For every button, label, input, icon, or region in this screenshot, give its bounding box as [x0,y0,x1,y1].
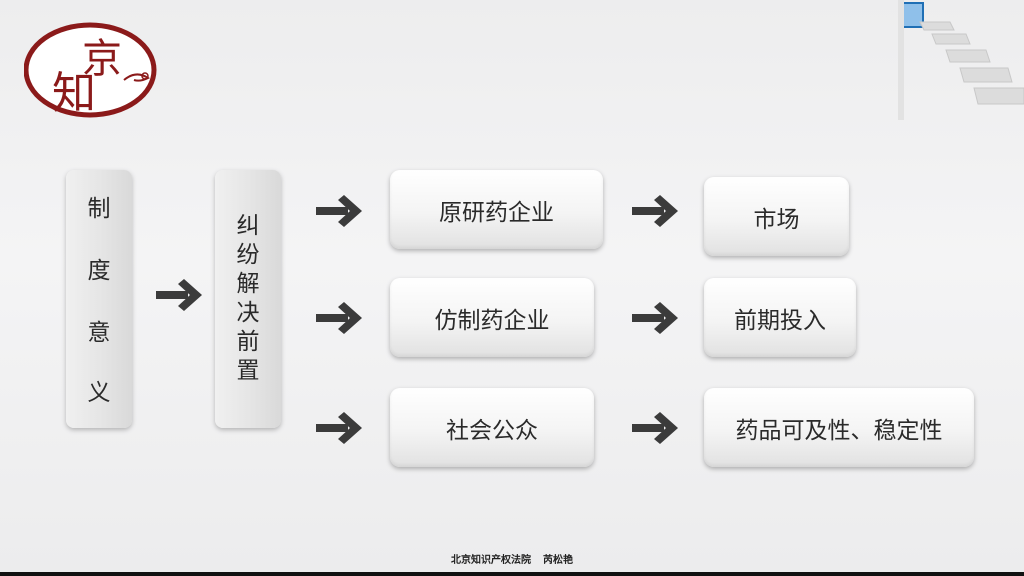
right-arrow-icon [632,302,678,334]
footer: 北京知识产权法院 芮松艳 [0,551,1024,566]
char-1: 纠 [236,213,260,239]
box-drug-accessibility-stability: 药品可及性、稳定性 [704,388,974,467]
party-label: 仿制药企业 [434,307,550,334]
footer-org: 北京知识产权法院 [451,555,531,566]
char-1: 制 [87,196,111,222]
char-2: 纷 [236,242,260,268]
logo-char-zhi: 知 [52,68,96,118]
logo-char-jing: 京 [82,36,122,82]
footer-author: 芮松艳 [543,555,573,566]
bottom-border [0,572,1024,576]
box-general-public: 社会公众 [390,388,594,467]
right-arrow-icon [316,412,362,444]
char-2: 度 [87,258,111,284]
right-arrow-icon [632,412,678,444]
party-label: 原研药企业 [439,199,554,226]
char-3: 意 [87,320,111,346]
char-4: 决 [236,300,260,326]
party-label: 社会公众 [446,417,538,444]
result-label: 药品可及性、稳定性 [735,417,943,444]
right-arrow-icon [632,195,678,227]
right-arrow-icon [156,279,202,311]
right-arrow-icon [316,302,362,334]
court-logo: 京 知 [24,22,157,118]
box-institutional-significance: 制 度 意 义 [66,170,132,428]
result-label: 市场 [753,206,800,233]
box-market: 市场 [704,177,849,256]
box-upfront-investment: 前期投入 [704,278,856,357]
char-4: 义 [87,380,111,406]
result-label: 前期投入 [734,307,826,334]
box-generic-pharma: 仿制药企业 [390,278,594,357]
box-originator-pharma: 原研药企业 [390,170,603,249]
right-arrow-icon [316,195,362,227]
staircase-decoration [898,0,1024,120]
box-dispute-resolution-first: 纠 纷 解 决 前 置 [215,170,281,428]
char-5: 前 [236,329,260,355]
char-3: 解 [236,271,260,297]
char-6: 置 [236,358,260,384]
